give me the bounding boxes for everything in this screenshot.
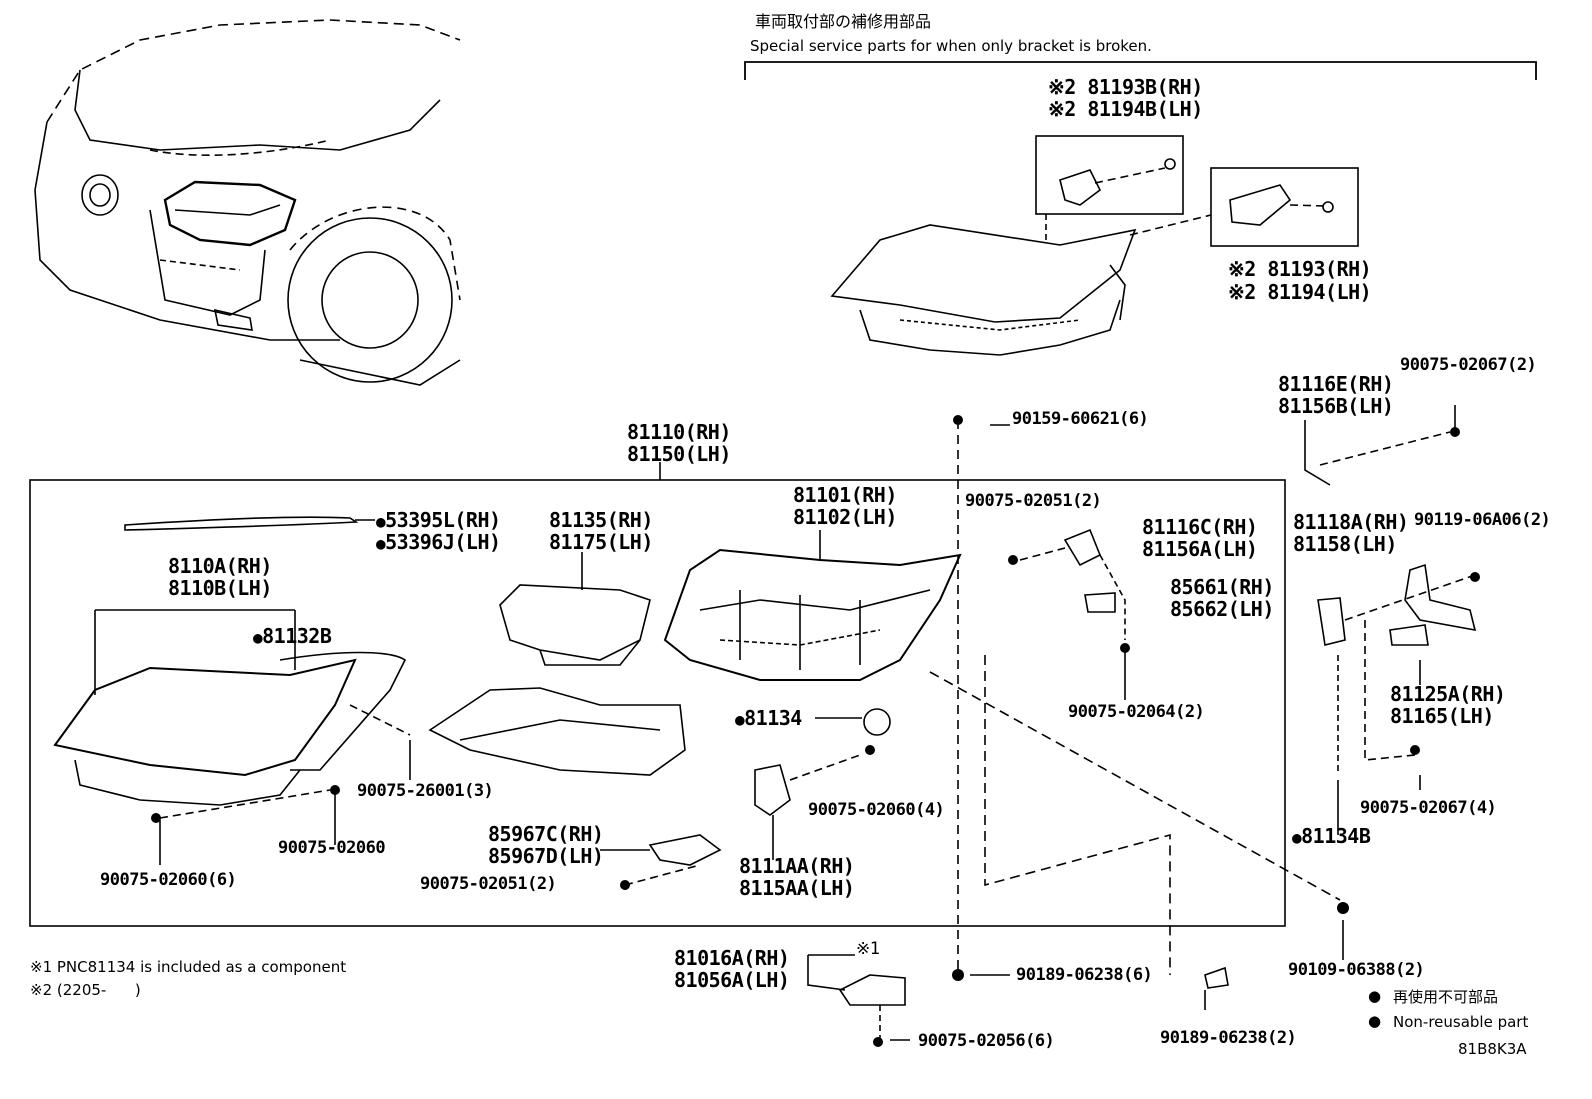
assembly-group-box bbox=[29, 479, 1286, 927]
part-85662[interactable]: 85662(LH) bbox=[1170, 597, 1274, 621]
part-81116E[interactable]: 81116E(RH) bbox=[1278, 372, 1394, 396]
legend-dot-2: ● bbox=[1368, 1012, 1382, 1030]
legend-jp: 再使用不可部品 bbox=[1393, 988, 1499, 1006]
illustration-code: 81B8K3A bbox=[1458, 1040, 1527, 1058]
part-81194B[interactable]: ※2 81194B(LH) bbox=[1048, 97, 1203, 121]
part-90075-02056[interactable]: 90075-02056(6) bbox=[918, 1031, 1055, 1051]
part-81110[interactable]: 81110(RH) bbox=[627, 420, 731, 444]
part-81134B[interactable]: 81134B bbox=[1292, 825, 1371, 849]
part-8115AA[interactable]: 8115AA(LH) bbox=[739, 876, 855, 900]
part-85967D[interactable]: 85967D(LH) bbox=[488, 844, 604, 868]
fastener-markers bbox=[151, 415, 1480, 1047]
header-en: Special service parts for when only brac… bbox=[750, 37, 1152, 55]
part-81116C[interactable]: 81116C(RH) bbox=[1142, 515, 1258, 539]
part-90189-06238-6[interactable]: 90189-06238(6) bbox=[1016, 965, 1153, 985]
part-81135[interactable]: 81135(RH) bbox=[549, 508, 653, 532]
part-81134[interactable]: 81134 bbox=[735, 707, 802, 731]
part-90075-02051-2-a[interactable]: 90075-02051(2) bbox=[965, 491, 1102, 511]
part-90119-06A06[interactable]: 90119-06A06(2) bbox=[1414, 510, 1551, 530]
part-81175[interactable]: 81175(LH) bbox=[549, 530, 653, 554]
part-53396J[interactable]: 53396J(LH) bbox=[376, 531, 501, 555]
part-81101[interactable]: 81101(RH) bbox=[793, 483, 897, 507]
part-8111AA[interactable]: 8111AA(RH) bbox=[739, 854, 855, 878]
part-81193[interactable]: ※2 81193(RH) bbox=[1228, 257, 1372, 281]
part-81156A[interactable]: 81156A(LH) bbox=[1142, 537, 1258, 561]
legend-dot-1: ● bbox=[1368, 987, 1382, 1005]
part-53395L[interactable]: 53395L(RH) bbox=[376, 509, 501, 533]
headlamp-assembly-top bbox=[830, 224, 1137, 356]
part-81165[interactable]: 81165(LH) bbox=[1390, 704, 1494, 728]
part-81016A[interactable]: 81016A(RH) bbox=[674, 946, 790, 970]
legend-en: Non-reusable part bbox=[1393, 1013, 1529, 1031]
part-90075-02060-6[interactable]: 90075-02060(6) bbox=[100, 870, 237, 890]
bracket-box-81193B bbox=[1035, 135, 1184, 215]
part-81150[interactable]: 81150(LH) bbox=[627, 442, 731, 466]
part-85661[interactable]: 85661(RH) bbox=[1170, 575, 1274, 599]
part-8110B[interactable]: 8110B(LH) bbox=[168, 576, 272, 600]
footnote-1: ※1 PNC81134 is included as a component bbox=[30, 958, 347, 976]
note-mark-1: ※1 bbox=[856, 939, 880, 959]
headlamp-housing bbox=[663, 530, 962, 681]
headlamp-lens bbox=[53, 609, 407, 806]
part-81158[interactable]: 81158(LH) bbox=[1293, 532, 1397, 556]
part-90075-02067-2[interactable]: 90075-02067(2) bbox=[1400, 355, 1537, 375]
part-90075-02060-4[interactable]: 90075-02060(4) bbox=[808, 800, 945, 820]
vehicle-front-illustration bbox=[34, 19, 461, 386]
part-81125A[interactable]: 81125A(RH) bbox=[1390, 682, 1506, 706]
part-81102[interactable]: 81102(LH) bbox=[793, 505, 897, 529]
part-81056A[interactable]: 81056A(LH) bbox=[674, 968, 790, 992]
part-81118A[interactable]: 81118A(RH) bbox=[1293, 510, 1409, 534]
part-8110A[interactable]: 8110A(RH) bbox=[168, 554, 272, 578]
part-90075-02064[interactable]: 90075-02064(2) bbox=[1068, 702, 1205, 722]
part-81193B[interactable]: ※2 81193B(RH) bbox=[1048, 75, 1203, 99]
header-jp: 車両取付部の補修用部品 bbox=[755, 12, 932, 31]
part-90075-02060[interactable]: 90075-02060 bbox=[278, 838, 386, 858]
part-90075-02051-2-b[interactable]: 90075-02051(2) bbox=[420, 874, 557, 894]
footnote-2: ※2 (2205- ) bbox=[30, 981, 141, 999]
bracket-box-81193 bbox=[1210, 167, 1359, 247]
part-81132B[interactable]: 81132B bbox=[253, 625, 332, 649]
part-90189-06238-2[interactable]: 90189-06238(2) bbox=[1160, 1028, 1297, 1048]
part-90109-06388[interactable]: 90109-06388(2) bbox=[1288, 960, 1425, 980]
part-81156B[interactable]: 81156B(LH) bbox=[1278, 394, 1394, 418]
part-90075-02067-4[interactable]: 90075-02067(4) bbox=[1360, 798, 1497, 818]
part-85967C[interactable]: 85967C(RH) bbox=[488, 822, 604, 846]
part-90159-60621[interactable]: 90159-60621(6) bbox=[1012, 409, 1149, 429]
part-90075-26001[interactable]: 90075-26001(3) bbox=[357, 781, 494, 801]
part-81194[interactable]: ※2 81194(LH) bbox=[1228, 280, 1372, 304]
